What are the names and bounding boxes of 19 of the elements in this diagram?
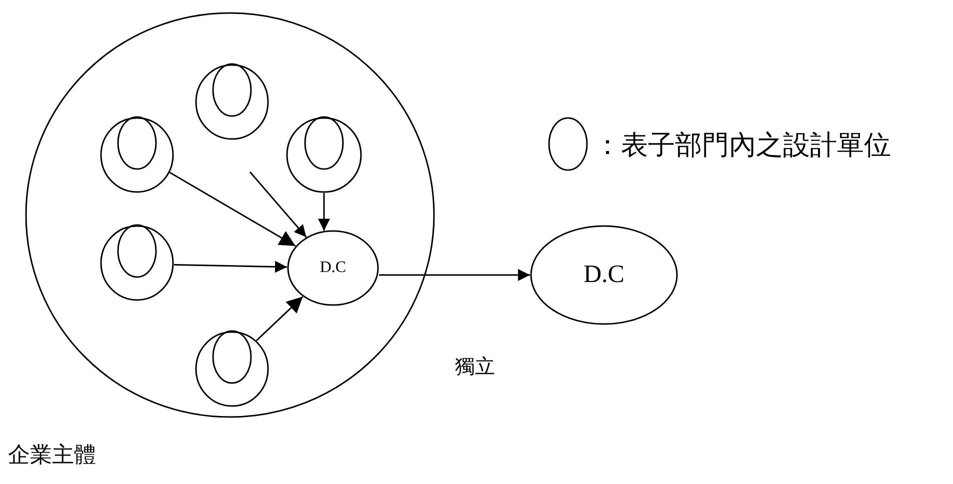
arrow [256, 296, 304, 342]
arrow [169, 172, 296, 247]
design-center-ellipse [287, 230, 379, 306]
text-label: 獨立 [455, 353, 495, 380]
enterprise-circle [25, 12, 435, 418]
legend-text: ：表子部門內之設計單位 [594, 129, 891, 163]
arrow [174, 260, 288, 273]
design-center-ellipse [530, 225, 678, 325]
text-label: 企業主體 [8, 442, 96, 470]
arrow [249, 172, 307, 238]
design-unit-circle [286, 117, 362, 193]
arrow [379, 269, 530, 281]
design-unit-circle [100, 117, 174, 193]
design-unit-circle [195, 331, 269, 407]
design-unit-circle [195, 64, 269, 140]
design-unit-circle [100, 225, 174, 301]
arrow [318, 193, 330, 231]
node-label: D.C [318, 259, 348, 277]
node-label: D.C [582, 261, 626, 289]
